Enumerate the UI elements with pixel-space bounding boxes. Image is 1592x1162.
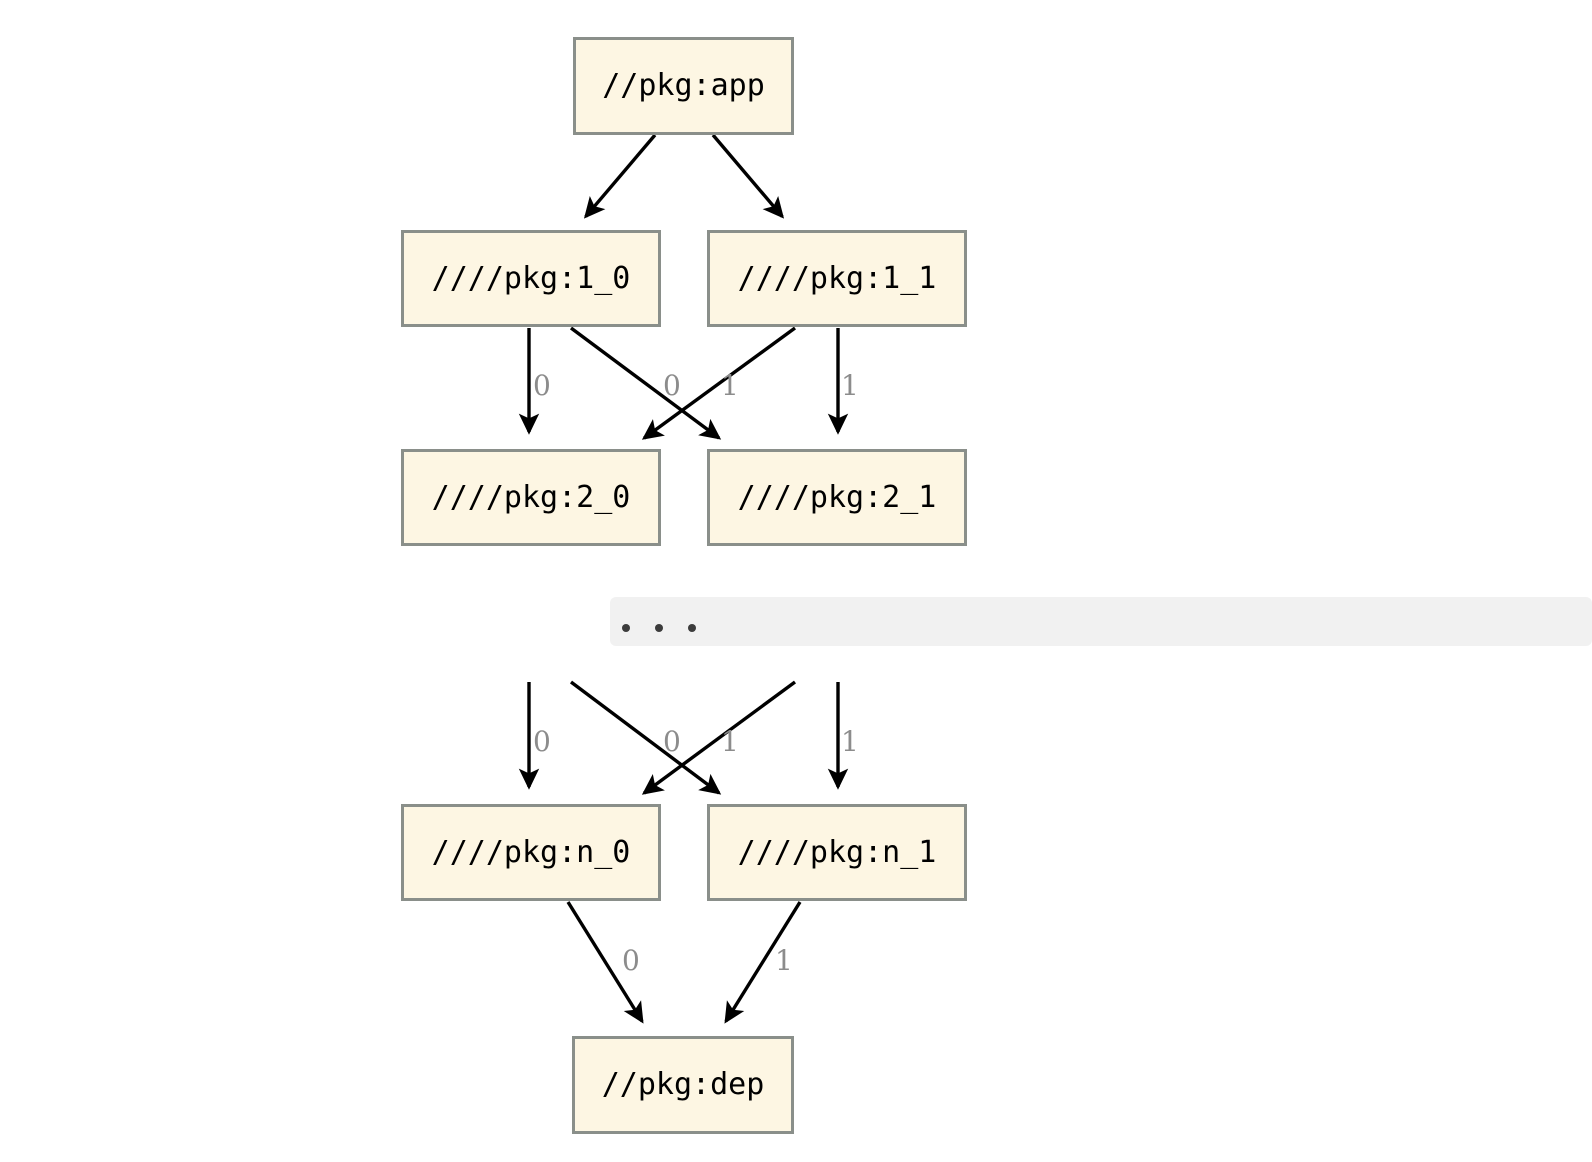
- ellipsis-dot-2: [655, 624, 663, 632]
- graph-node-label: ////pkg:2_0: [431, 479, 631, 515]
- graph-node-n2_0[interactable]: ////pkg:2_0: [401, 449, 661, 546]
- graph-node-label: ////pkg:1_1: [737, 260, 937, 296]
- graph-node-label: ////pkg:n_1: [737, 834, 937, 870]
- graph-edge-n1_0-to-n2_1: [569, 326, 722, 440]
- graph-node-dep[interactable]: //pkg:dep: [572, 1036, 794, 1134]
- graph-edge-nn_1-to-dep: [724, 901, 802, 1024]
- graph-node-nn_0[interactable]: ////pkg:n_0: [401, 804, 661, 901]
- graph-node-label: //pkg:app: [602, 68, 765, 103]
- graph-node-label: ////pkg:n_0: [431, 834, 631, 870]
- graph-node-n2_1[interactable]: ////pkg:2_1: [707, 449, 967, 546]
- graph-edge-hidden-left-to-nn_1: [569, 680, 722, 795]
- ellipsis-band: [610, 597, 1592, 646]
- graph-node-label: ////pkg:2_1: [737, 479, 937, 515]
- graph-node-label: //pkg:dep: [601, 1067, 765, 1102]
- edge-label: 1: [841, 369, 859, 402]
- edge-label: 0: [622, 944, 640, 977]
- ellipsis-dots: [622, 624, 696, 632]
- graph-edge-app-to-n1_1: [711, 133, 785, 219]
- graph-edge-hidden-right-to-nn_0: [641, 680, 797, 795]
- edge-label: 0: [533, 369, 551, 402]
- graph-node-nn_1[interactable]: ////pkg:n_1: [707, 804, 967, 901]
- edge-label: 0: [663, 369, 681, 402]
- graph-node-app[interactable]: //pkg:app: [573, 37, 794, 135]
- edge-label: 1: [841, 725, 859, 758]
- ellipsis-dot-1: [622, 624, 630, 632]
- ellipsis-dot-3: [688, 624, 696, 632]
- graph-node-n1_0[interactable]: ////pkg:1_0: [401, 230, 661, 327]
- graph-edge-nn_0-to-dep: [566, 901, 644, 1024]
- graph-node-label: ////pkg:1_0: [431, 260, 631, 296]
- edge-label: 1: [721, 369, 739, 402]
- edge-label: 0: [533, 725, 551, 758]
- graph-edge-app-to-n1_0: [583, 133, 657, 219]
- graph-node-n1_1[interactable]: ////pkg:1_1: [707, 230, 967, 327]
- edge-label: 1: [775, 944, 793, 977]
- edge-label: 1: [721, 725, 739, 758]
- graph-edge-n1_1-to-n2_0: [641, 326, 797, 440]
- edge-label: 0: [663, 725, 681, 758]
